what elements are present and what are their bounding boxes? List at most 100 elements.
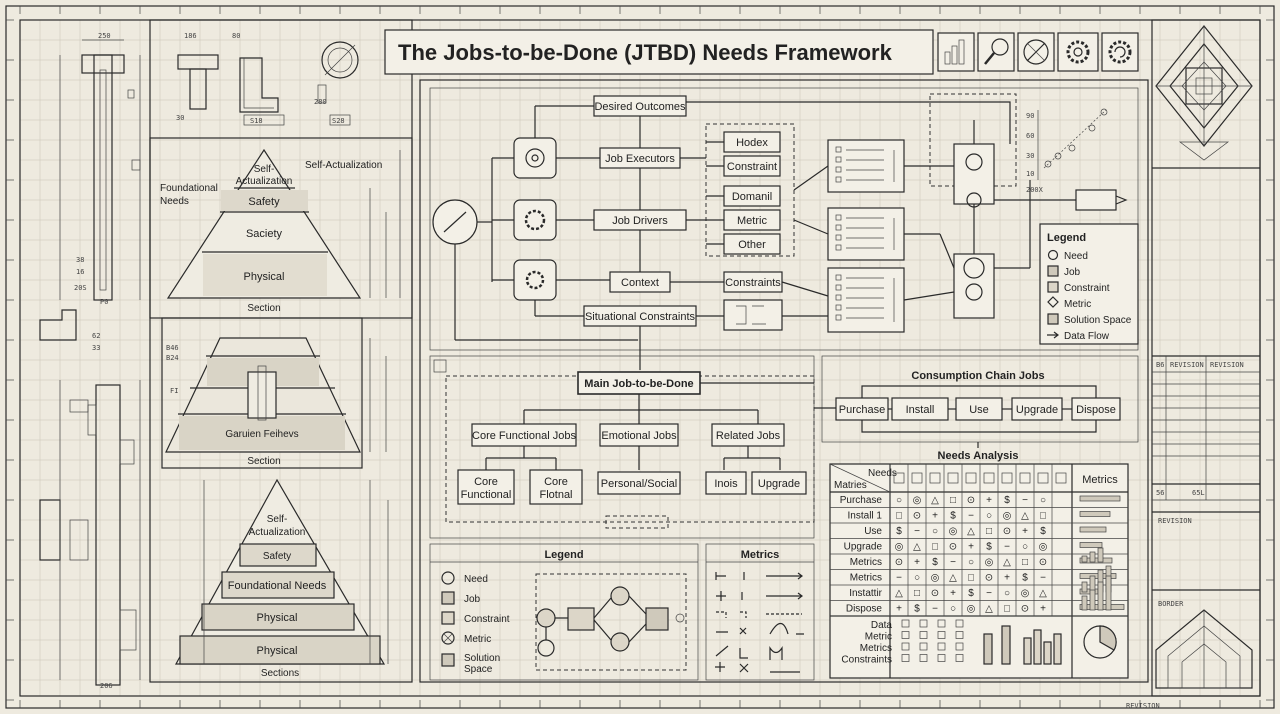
needs-cell: ⊙	[1039, 557, 1047, 568]
svg-text:P0: P0	[100, 298, 108, 306]
needs-cell: ○	[1040, 495, 1046, 506]
needs-cell: □	[932, 542, 938, 553]
pyramid1-level-4: Physical	[244, 271, 285, 283]
svg-text:REVISION: REVISION	[1170, 361, 1204, 369]
svg-text:33: 33	[92, 344, 100, 352]
needs-cell: $	[914, 604, 920, 615]
constraint-icon	[1047, 281, 1059, 293]
chart-icon[interactable]	[937, 32, 975, 72]
needs-cell: ◎	[1039, 542, 1048, 553]
needs-cell: △	[985, 604, 993, 615]
pyramid2-caption: Section	[247, 456, 280, 467]
svg-text:Need: Need	[1064, 251, 1088, 262]
needs-cell: +	[1022, 526, 1028, 537]
svg-text:Core: Core	[474, 476, 498, 488]
needs-cell: $	[968, 588, 974, 599]
needs-cell: □	[950, 495, 956, 506]
needs-cell: ○	[932, 526, 938, 537]
needs-cell: □	[1004, 604, 1010, 615]
title-box	[384, 29, 934, 75]
chain-step-label: Purchase	[839, 404, 885, 416]
needs-cell: ⊙	[949, 542, 957, 553]
pyramid-column-frame	[149, 19, 413, 683]
svg-text:Job Executors: Job Executors	[605, 153, 675, 165]
inois-node	[705, 471, 747, 495]
svg-text:Job Drivers: Job Drivers	[612, 215, 668, 227]
svg-text:Inois: Inois	[714, 478, 738, 490]
needs-cell: −	[896, 573, 902, 584]
needs-cell: +	[986, 495, 992, 506]
needs-cell: $	[896, 526, 902, 537]
needs-cell: □	[1022, 557, 1028, 568]
needs-cell: □	[896, 511, 902, 522]
legend-bottom: Legend Need Job Constraint Metric Soluti…	[429, 543, 699, 681]
needs-row-label: Purchase	[840, 495, 883, 506]
svg-text:REVISION: REVISION	[1210, 361, 1244, 369]
pyramid3-level-3: Foundational Needs	[228, 580, 327, 592]
needs-cell: △	[949, 573, 957, 584]
metrics-panel: Metrics	[705, 543, 815, 681]
needs-cell: ◎	[931, 573, 940, 584]
needs-cell: +	[896, 604, 902, 615]
svg-text:Metric: Metric	[1064, 299, 1091, 310]
pyramid1-level-1: Actualization	[236, 176, 293, 187]
needs-cell: ○	[950, 604, 956, 615]
needs-cell: +	[950, 588, 956, 599]
foundational-needs-label-a: Foundational	[160, 183, 218, 194]
needs-row-label: Metrics	[850, 573, 882, 584]
needs-cell: $	[1040, 526, 1046, 537]
radar-icon[interactable]	[1017, 32, 1055, 72]
magnifier-icon[interactable]	[977, 32, 1015, 72]
gear-refresh-icon[interactable]	[1101, 32, 1139, 72]
toolbar	[937, 32, 1139, 72]
needs-cell: ⊙	[913, 511, 921, 522]
building-emblem	[1155, 609, 1253, 689]
needs-row-label: Install 1	[848, 511, 883, 522]
gear-node-icon	[513, 199, 557, 241]
needs-cell: ○	[986, 511, 992, 522]
pyramid3-level-4: Physical	[257, 612, 298, 624]
pyramid1-level-3: Saciety	[246, 228, 283, 240]
needs-cell: △	[895, 588, 903, 599]
needs-cell: △	[913, 542, 921, 553]
svg-text:REVISION: REVISION	[1126, 702, 1160, 710]
pyramid-three: Self- Actualization Safety Foundational …	[174, 478, 389, 679]
needs-cell: ⊙	[967, 495, 975, 506]
svg-text:B24: B24	[166, 354, 179, 362]
flow-icon-node	[723, 299, 783, 331]
svg-text:Constraints: Constraints	[725, 277, 781, 289]
needs-bottom-label: Constraints	[841, 655, 892, 666]
svg-text:Metrics: Metrics	[741, 549, 780, 561]
page-title: The Jobs-to-be-Done (JTBD) Needs Framewo…	[398, 40, 893, 65]
svg-text:Need: Need	[464, 574, 488, 585]
needs-cell: −	[1040, 573, 1046, 584]
needs-cell: +	[1004, 573, 1010, 584]
svg-text:80: 80	[232, 32, 240, 40]
svg-text:62: 62	[92, 332, 100, 340]
needs-cell: □	[986, 526, 992, 537]
svg-text:280: 280	[314, 98, 327, 106]
job-icon	[1047, 265, 1059, 277]
needs-cell: ○	[1004, 588, 1010, 599]
svg-text:Job: Job	[464, 594, 481, 605]
svg-text:REVISION: REVISION	[1158, 517, 1192, 525]
svg-text:Domanil: Domanil	[732, 191, 772, 203]
ruler-ticks	[6, 6, 1274, 708]
svg-text:Solution Space: Solution Space	[1064, 315, 1132, 326]
upgrade-node	[751, 471, 807, 495]
svg-text:Matries: Matries	[834, 480, 867, 491]
gear-icon[interactable]	[1057, 32, 1099, 72]
gear-node-icon-2	[513, 259, 557, 301]
legend-top: Legend Need Job Constraint Metric Soluti…	[1039, 223, 1139, 345]
outer-border	[5, 5, 1275, 709]
needs-cell: −	[1022, 495, 1028, 506]
pyramid1-level-1a: Self-	[254, 164, 275, 175]
needs-cell: □	[914, 588, 920, 599]
chain-step-dispose	[1071, 397, 1121, 421]
needs-analysis: Needs Analysis Needs Matries Metrics Pur…	[829, 442, 1129, 679]
svg-text:186: 186	[184, 32, 197, 40]
needs-cell: ○	[968, 557, 974, 568]
needs-bottom-label: Metric	[865, 632, 892, 643]
svg-text:Data Flow: Data Flow	[1064, 331, 1110, 342]
chain-step-label: Install	[906, 404, 935, 416]
